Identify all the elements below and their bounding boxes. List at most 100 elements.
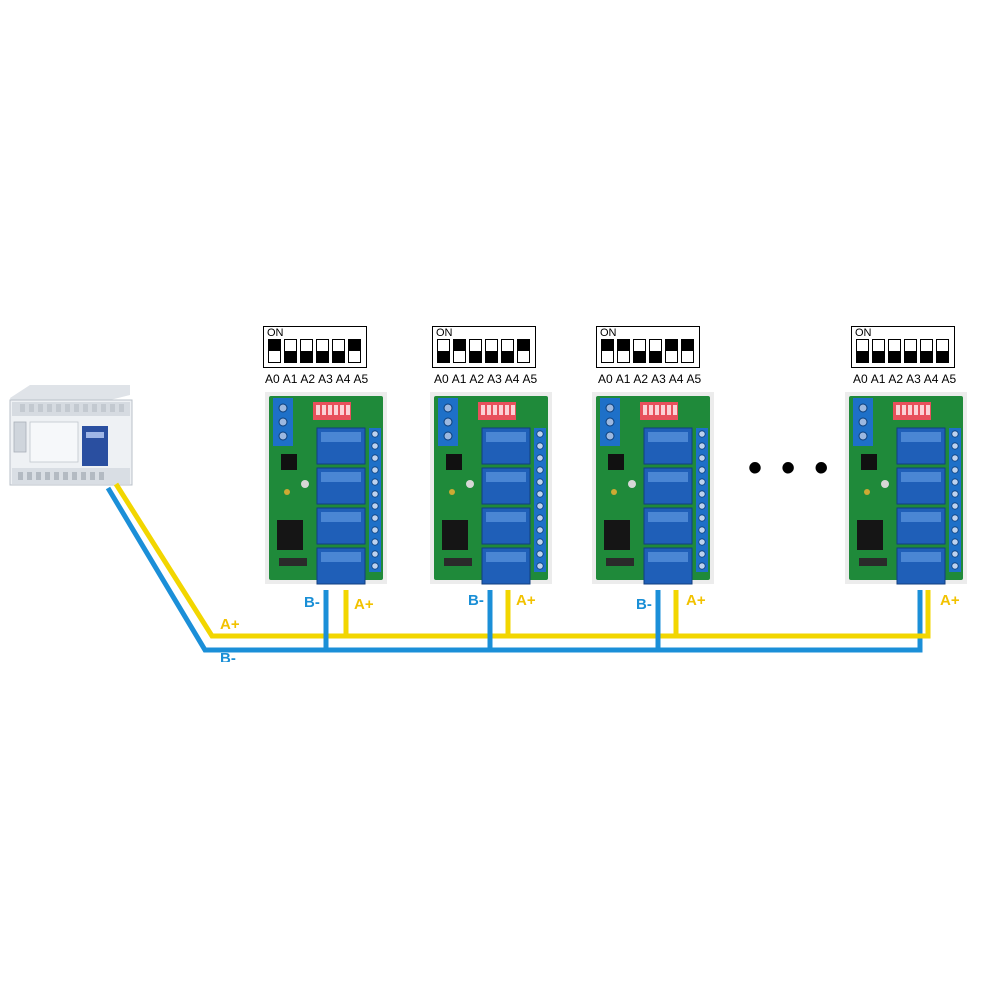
dip-knob [454,340,465,351]
address-label: A2 [633,372,649,386]
dip-switch [665,339,678,363]
module3-b-minus-label: B- [636,596,652,613]
dip-on-label: ON [600,327,617,339]
wire-a-plus [113,482,931,639]
dip-knob [486,351,497,362]
dip-knob [518,340,529,351]
relay-board-icon [430,392,552,585]
address-label: A5 [522,372,538,386]
module4-a-plus-label: A+ [940,592,960,609]
dip-knob [438,351,449,362]
dip-switch [936,339,949,363]
dip-switch [501,339,514,363]
dip-knob [666,340,677,351]
dip-switch [348,339,361,363]
dip-knob [889,351,900,362]
dip-switch [888,339,901,363]
dip-switch [856,339,869,363]
address-label: A1 [451,372,467,386]
dip-knob [873,351,884,362]
dip-knob [285,351,296,362]
address-label: A1 [870,372,886,386]
dip-knob [502,351,513,362]
dip-switch [284,339,297,363]
dip-on-label: ON [855,327,872,339]
address-label: A1 [282,372,298,386]
dip-knob [905,351,916,362]
bus-drops [323,590,679,650]
dip-switch [920,339,933,363]
dip-switch [316,339,329,363]
dip-switch [681,339,694,363]
address-label: A0 [598,372,613,386]
dip-knob [602,340,613,351]
dip-knob [682,340,693,351]
dip-switch [904,339,917,363]
dip-switch [437,339,450,363]
module2-a-plus-label: A+ [516,592,536,609]
address-label: A2 [469,372,485,386]
address-label: A0 [434,372,449,386]
module1-b-minus-label: B- [304,594,320,611]
ellipsis: • • • [748,446,833,490]
plc-controller-icon [9,385,133,486]
dip-knob [618,340,629,351]
address-label: A5 [941,372,957,386]
dip-switch [517,339,530,363]
dip-switch [617,339,630,363]
address-label: A5 [353,372,369,386]
dip-switch-box: ON [432,326,536,368]
dip-switch [633,339,646,363]
dip-switch [268,339,281,363]
dip-knob [470,351,481,362]
dip-knob [269,340,280,351]
dip-knob [317,351,328,362]
plc-b-minus-label: B- [220,650,236,662]
dip-switch-box: ON [851,326,955,368]
address-label: A2 [888,372,904,386]
address-label: A3 [906,372,921,386]
wire-b-minus [105,486,923,653]
plc-a-plus-label: A+ [220,616,240,633]
dip-switch [300,339,313,363]
dip-switch [485,339,498,363]
address-label: A4 [504,372,520,386]
dip-switch [872,339,885,363]
address-label: A0 [265,372,280,386]
relay-board-icon [845,392,967,585]
dip-switch [601,339,614,363]
dip-switch [453,339,466,363]
relay-board-icon [265,392,387,585]
address-label: A2 [300,372,316,386]
dip-switch [332,339,345,363]
address-label: A1 [615,372,631,386]
module2-b-minus-label: B- [468,592,484,609]
dip-knob [650,351,661,362]
module1-a-plus-label: A+ [354,596,374,613]
address-label: A5 [686,372,702,386]
dip-switch-box: ON [596,326,700,368]
dip-on-label: ON [267,327,284,339]
dip-knob [921,351,932,362]
address-label: A4 [923,372,939,386]
dip-knob [857,351,868,362]
relay-board-icon [592,392,714,585]
dip-knob [349,340,360,351]
dip-knob [301,351,312,362]
address-label: A3 [318,372,333,386]
dip-switch-box: ON [263,326,367,368]
dip-knob [634,351,645,362]
dip-knob [937,351,948,362]
dip-on-label: ON [436,327,453,339]
dip-switch [649,339,662,363]
address-label: A0 [853,372,868,386]
address-label: A4 [668,372,684,386]
address-label: A3 [487,372,502,386]
address-label: A4 [335,372,351,386]
address-label: A3 [651,372,666,386]
